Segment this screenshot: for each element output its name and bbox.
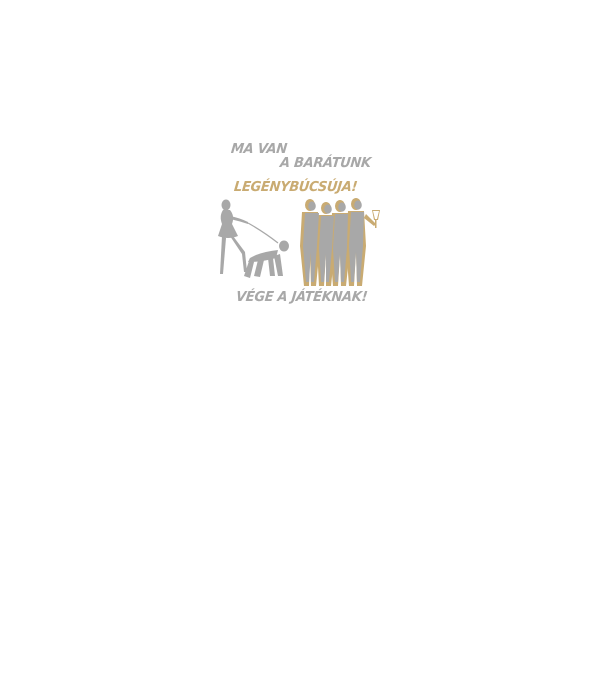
woman-silhouette-icon: [218, 199, 248, 274]
silhouettes-illustration: [218, 198, 380, 286]
text-line-legenybucsuja: LEGÉNYBÚCSÚJA!: [233, 179, 358, 196]
bachelor-party-design: MA VAN A BARÁTUNK LEGÉNYBÚCSÚJA!: [214, 136, 390, 312]
text-line-ma-van: MA VAN: [230, 141, 288, 158]
text-line-vege-a-jateknak: VÉGE A JÁTÉKNAK!: [235, 289, 369, 306]
text-line-a-baratunk: A BARÁTUNK: [279, 155, 372, 172]
kneeling-man-silhouette-icon: [244, 240, 289, 278]
leash-icon: [247, 222, 279, 244]
group-of-men-silhouette-icon: [300, 198, 380, 286]
